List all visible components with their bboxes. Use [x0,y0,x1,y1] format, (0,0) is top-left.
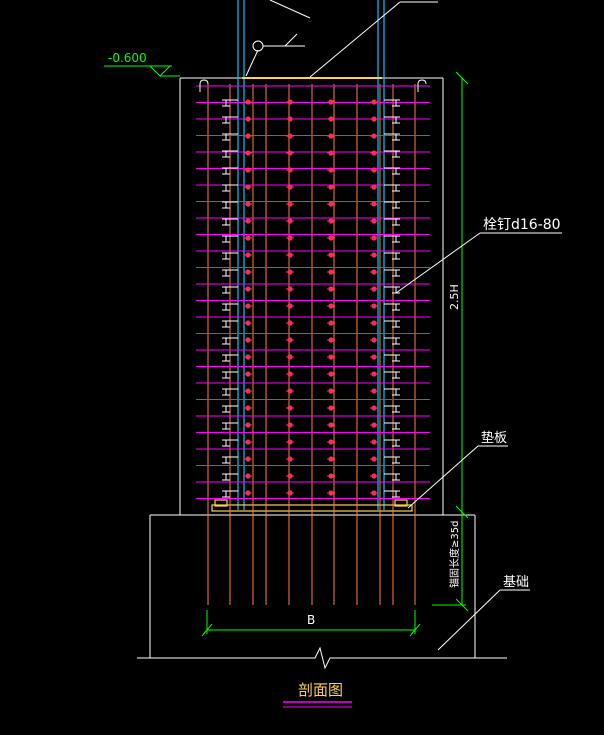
stud-left [222,167,238,175]
foundation-leader [437,589,530,651]
stud-left [222,439,238,447]
stud-left [222,456,238,464]
break-line [137,646,507,670]
stud-left [222,490,238,498]
stirrups [196,85,430,499]
top-hooks [199,79,427,92]
width-label: B [307,613,315,627]
stud-left [222,422,238,430]
elevation-marker [104,65,180,77]
anchor-dimension [432,512,469,612]
stud-right [384,337,400,345]
stud-right [384,371,400,379]
stud-right [384,133,400,141]
stud-left [222,269,238,277]
width-dimension [201,610,421,637]
height-label: 2.5H [448,284,461,310]
stud-left [222,473,238,481]
stud-left [222,184,238,192]
stud-right [384,116,400,124]
stud-left [222,388,238,396]
stud-left [222,150,238,158]
stud-right [384,269,400,277]
stud-right [384,388,400,396]
stud-right [384,439,400,447]
stud-right [384,456,400,464]
drawing-title: 剖面图 [298,681,343,699]
rebar-dots [244,99,378,496]
stud-left [222,405,238,413]
stud-right [384,167,400,175]
stud-right [384,235,400,243]
stud-right [384,218,400,226]
leader-line-top [309,1,401,78]
stud-right [384,99,400,107]
weld-symbol [245,0,311,77]
stud-right [384,354,400,362]
stud-left [222,218,238,226]
pad-leader [407,445,508,509]
stud-label: 栓钉d16-80 [483,217,561,233]
stud-left [222,286,238,294]
stud-right [384,184,400,192]
stud-left [222,371,238,379]
stud-left [222,303,238,311]
elevation-label: -0.600 [108,51,147,65]
stud-right [384,422,400,430]
stud-right [384,405,400,413]
stud-left [222,116,238,124]
stud-left [222,252,238,260]
stud-left [222,320,238,328]
stud-right [384,473,400,481]
stud-right [384,252,400,260]
stud-leader [395,232,562,294]
stud-right [384,320,400,328]
foundation-label: 基础 [503,575,529,590]
stud-left [222,235,238,243]
stud-right [384,303,400,311]
stud-right [384,201,400,209]
stud-left [222,99,238,107]
stud-left [222,337,238,345]
stud-right [384,490,400,498]
stud-right [384,150,400,158]
stud-left [222,201,238,209]
anchor-label: 锚固长度≥35d [448,521,461,588]
stud-left [222,354,238,362]
pad-label: 垫板 [481,430,507,446]
stud-left [222,133,238,141]
shear-studs [222,99,400,498]
